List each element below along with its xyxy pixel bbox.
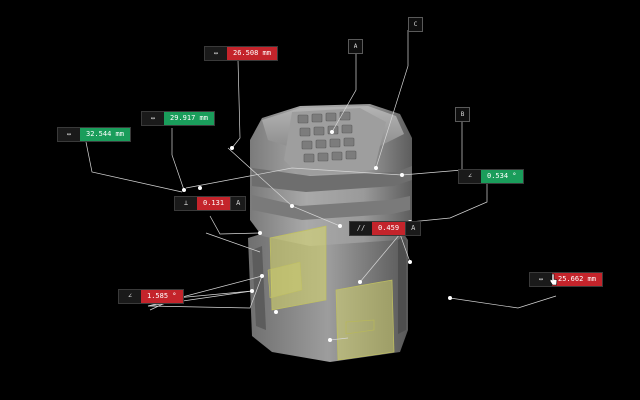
angle-icon: ∠ <box>119 290 141 303</box>
measurement-value: 25.662 mm <box>552 273 602 286</box>
measurement-distance-26-508[interactable]: ↔ 26.508 mm <box>204 46 278 61</box>
highlight-face-tab[interactable] <box>267 261 303 299</box>
distance-icon: ↔ <box>58 128 80 141</box>
highlight-face-left[interactable] <box>269 225 327 311</box>
measurement-perpendicularity[interactable]: ⊥ 0.131 A <box>174 196 247 211</box>
datum-reference: A <box>405 222 421 235</box>
measurement-parallelism[interactable]: // 0.459 A <box>349 221 422 236</box>
measurement-value: 0.131 <box>197 197 231 210</box>
measurement-distance-32-544[interactable]: ↔ 32.544 mm <box>57 127 131 142</box>
leader-lines <box>85 30 557 341</box>
measurement-value: 0.534 ° <box>481 170 523 183</box>
datum-label-b[interactable]: B <box>455 107 470 122</box>
highlighted-faces[interactable] <box>267 225 395 361</box>
datum-label-c[interactable]: C <box>408 17 423 32</box>
perpendicularity-icon: ⊥ <box>175 197 197 210</box>
measurement-distance-25-662[interactable]: ↔ 25.662 mm <box>529 272 603 287</box>
measurement-distance-29-917[interactable]: ↔ 29.917 mm <box>141 111 215 126</box>
measurement-value: 26.508 mm <box>227 47 277 60</box>
highlight-face-front[interactable] <box>335 279 395 361</box>
measurement-value: 32.544 mm <box>80 128 130 141</box>
angle-icon: ∠ <box>459 170 481 183</box>
hand-cursor-icon <box>549 273 558 286</box>
measurement-angle-0-534[interactable]: ∠ 0.534 ° <box>458 169 524 184</box>
datum-label-a[interactable]: A <box>348 39 363 54</box>
distance-icon: ↔ <box>142 112 164 125</box>
distance-icon: ↔ <box>530 273 552 286</box>
datum-reference: A <box>230 197 246 210</box>
measurement-value: 0.459 <box>372 222 406 235</box>
parallelism-icon: // <box>350 222 372 235</box>
distance-icon: ↔ <box>205 47 227 60</box>
measurement-value: 29.917 mm <box>164 112 214 125</box>
measurement-angle-1-585[interactable]: ∠ 1.585 ° <box>118 289 184 304</box>
measurement-value: 1.585 ° <box>141 290 183 303</box>
